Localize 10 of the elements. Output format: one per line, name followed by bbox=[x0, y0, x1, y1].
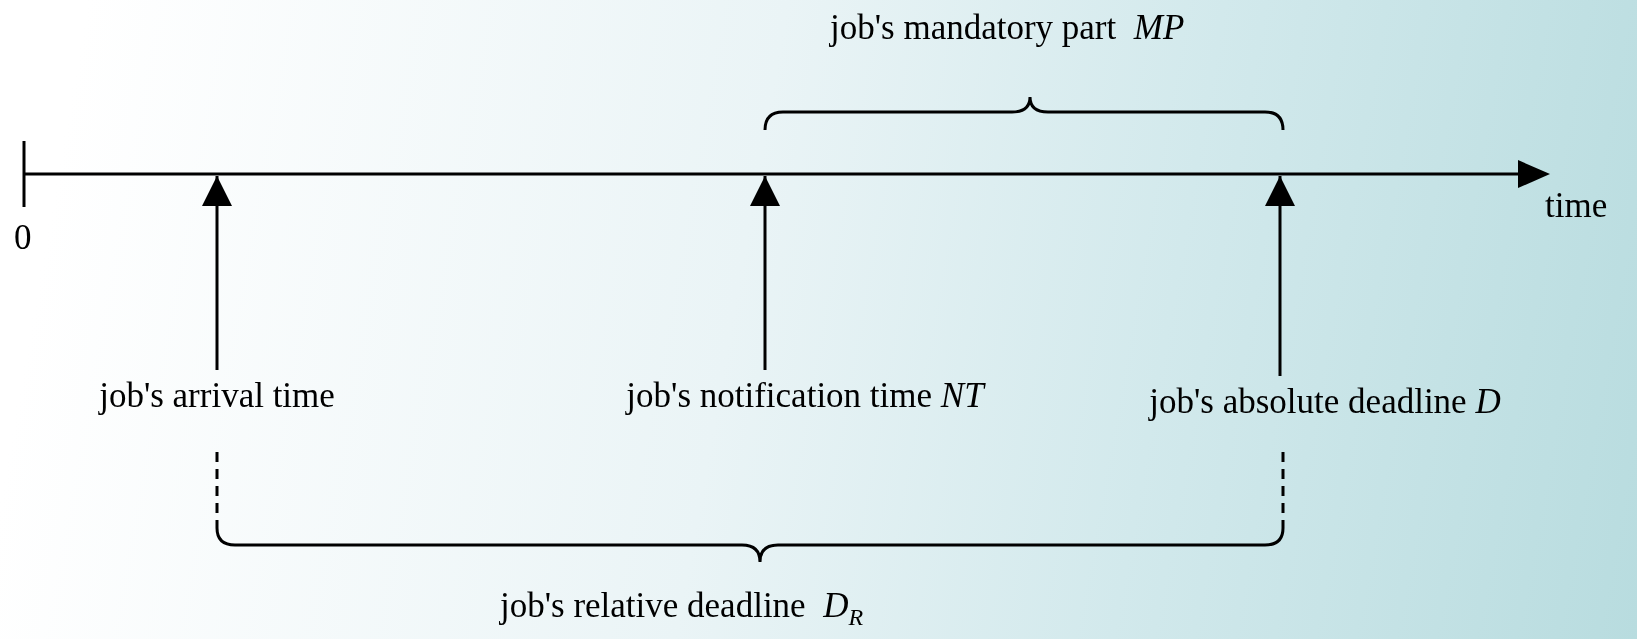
event-label: job's arrival time bbox=[99, 376, 335, 416]
event-label: job's absolute deadline D bbox=[1149, 382, 1501, 422]
axis-title: time bbox=[1545, 186, 1608, 226]
axis-origin-label: 0 bbox=[14, 218, 32, 258]
bracket-label: job's relative deadline D$_{R}$ bbox=[500, 586, 864, 626]
arrow bbox=[202, 176, 232, 370]
arrow bbox=[750, 176, 780, 370]
bracket-label: job's mandatory part MP bbox=[830, 8, 1185, 48]
arrow bbox=[1265, 176, 1295, 376]
event-label: job's notification time NT bbox=[626, 376, 984, 416]
